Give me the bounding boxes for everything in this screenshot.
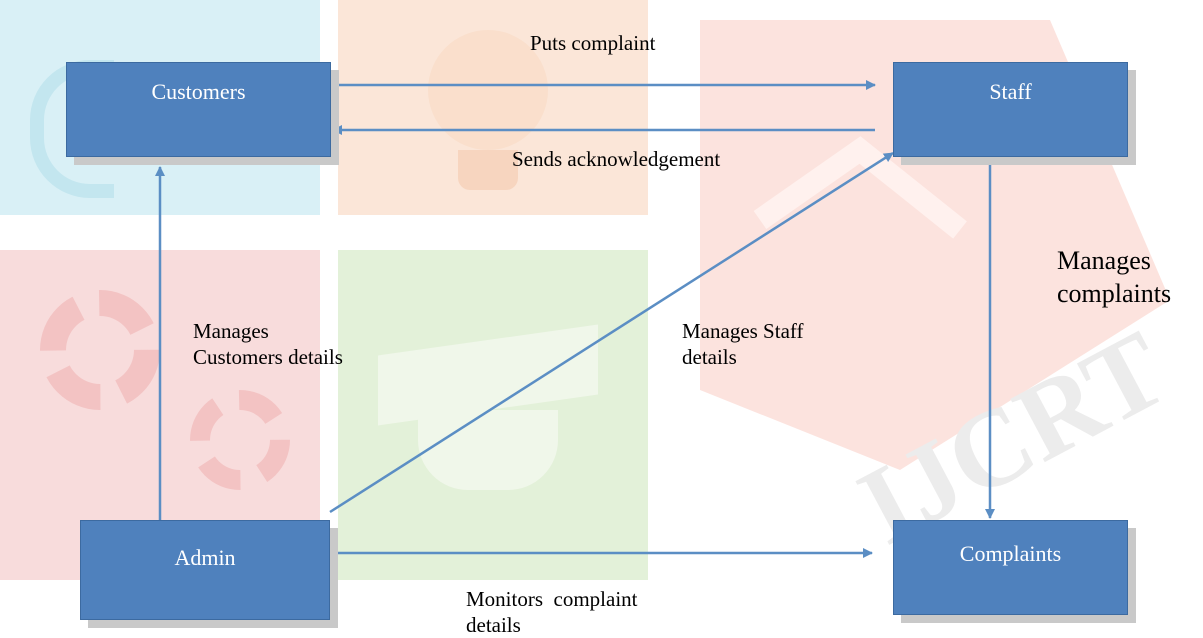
customers-node-label: Customers xyxy=(151,79,246,104)
graduation-cap-body xyxy=(418,410,558,490)
manages-complaints-line-1: Manages xyxy=(1057,246,1151,275)
edge-label-sends-acknowledgement: Sends acknowledgement xyxy=(512,146,720,172)
complaints-node-label: Complaints xyxy=(959,541,1062,566)
manages-staff-line-2: details xyxy=(682,345,737,369)
complaints-node: Complaints xyxy=(893,520,1128,615)
puts-complaint-text: Puts complaint xyxy=(530,31,656,55)
edge-label-manages-staff: Manages Staff details xyxy=(682,318,804,370)
edge-label-puts-complaint: Puts complaint xyxy=(530,30,655,56)
admin-node-label: Admin xyxy=(174,545,236,570)
manages-customers-line-2: Customers details xyxy=(193,345,343,369)
watermark-cap-tile xyxy=(338,250,648,580)
edge-label-manages-customers: Manages Customers details xyxy=(193,318,343,370)
arrow-admin-to-staff xyxy=(329,151,894,514)
sends-acknowledgement-text: Sends acknowledgement xyxy=(512,147,721,171)
monitors-line-2: details xyxy=(466,613,521,637)
manages-customers-line-1: Manages xyxy=(193,319,269,343)
admin-node: Admin xyxy=(80,520,330,620)
lightbulb-base xyxy=(458,150,518,190)
edge-label-monitors-complaint: Monitors complaint details xyxy=(466,586,638,638)
manages-staff-line-1: Manages Staff xyxy=(682,319,804,343)
watermark-check-icon xyxy=(753,136,967,239)
edge-label-manages-complaints: Manages complaints xyxy=(1057,244,1171,310)
manages-complaints-line-2: complaints xyxy=(1057,279,1172,308)
customers-node: Customers xyxy=(66,62,331,157)
monitors-line-1: Monitors complaint xyxy=(466,587,638,611)
staff-node: Staff xyxy=(893,62,1128,157)
staff-node-label: Staff xyxy=(989,79,1032,104)
